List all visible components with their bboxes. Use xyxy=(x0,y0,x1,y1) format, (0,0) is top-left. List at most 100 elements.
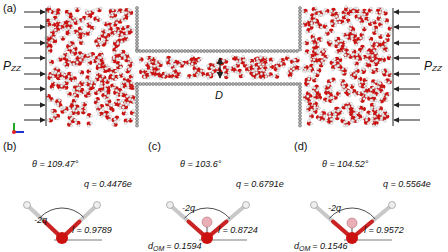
hydrogen-atom xyxy=(68,58,71,61)
hydrogen-atom xyxy=(80,39,83,42)
water-molecule xyxy=(86,113,92,118)
hydrogen-atom xyxy=(68,22,71,25)
hydrogen-atom xyxy=(127,38,130,41)
hydrogen-atom xyxy=(97,39,100,42)
hydrogen-atom xyxy=(103,38,106,41)
hydrogen-atom xyxy=(66,91,69,94)
water-molecule xyxy=(51,80,57,86)
water-molecule xyxy=(112,48,118,54)
hydrogen-atom xyxy=(95,20,98,23)
hydrogen-atom xyxy=(72,31,75,34)
hydrogen-atom xyxy=(93,26,96,29)
hydrogen-atom xyxy=(115,70,118,73)
hydrogen-atom xyxy=(323,115,326,118)
hydrogen-atom xyxy=(51,80,54,83)
hydrogen-atom xyxy=(361,16,364,19)
hydrogen-atom xyxy=(110,71,113,74)
hydrogen-atom xyxy=(124,57,127,60)
water-molecule xyxy=(110,31,116,37)
water-molecule xyxy=(114,75,120,81)
hydrogen-atom xyxy=(128,68,131,71)
hydrogen-atom xyxy=(314,73,317,76)
hydrogen-atom xyxy=(355,53,358,56)
hydrogen-atom xyxy=(339,62,342,65)
hydrogen-atom xyxy=(105,88,108,91)
hydrogen-atom xyxy=(77,21,80,24)
hydrogen-atom xyxy=(374,80,377,83)
hydrogen-atom xyxy=(309,58,312,61)
water-molecule xyxy=(355,68,360,74)
hydrogen-atom xyxy=(386,95,389,98)
water-molecule xyxy=(86,68,91,75)
hydrogen-atom xyxy=(68,10,71,13)
hydrogen-atom xyxy=(48,51,51,54)
hydrogen-atom xyxy=(101,28,104,31)
hydrogen-atom xyxy=(128,28,131,31)
hydrogen-atom xyxy=(318,12,321,15)
hydrogen-atom xyxy=(66,66,69,69)
water-molecule xyxy=(312,77,318,83)
water-molecule xyxy=(302,9,308,15)
hydrogen-atom xyxy=(103,113,106,116)
hydrogen-atom xyxy=(51,39,54,42)
water-molecule xyxy=(368,36,374,42)
hydrogen-atom xyxy=(114,118,117,121)
hydrogen-atom xyxy=(127,58,130,61)
hydrogen-atom xyxy=(122,110,125,113)
hydrogen-atom xyxy=(97,91,100,94)
hydrogen-atom xyxy=(122,15,125,18)
hydrogen-atom xyxy=(95,106,98,109)
hydrogen-atom xyxy=(117,32,120,35)
hydrogen-atom xyxy=(351,54,354,57)
hydrogen-atom xyxy=(74,19,77,22)
hydrogen-atom xyxy=(118,118,121,121)
hydrogen-atom xyxy=(72,63,75,66)
hydrogen-atom xyxy=(55,19,58,22)
hydrogen-atom xyxy=(127,66,130,69)
hydrogen-atom xyxy=(50,33,53,36)
water-molecule xyxy=(96,7,102,12)
hydrogen-atom xyxy=(132,109,135,112)
hydrogen-atom xyxy=(372,27,375,30)
water-molecule xyxy=(47,117,53,123)
hydrogen-atom xyxy=(70,112,73,115)
hydrogen-atom xyxy=(66,56,69,59)
hydrogen-atom xyxy=(106,101,109,104)
hydrogen-atom xyxy=(85,17,88,20)
hydrogen-atom xyxy=(111,76,114,79)
hydrogen-atom xyxy=(121,54,124,57)
hydrogen-atom xyxy=(69,30,72,33)
hydrogen-atom xyxy=(119,66,122,69)
hydrogen-atom xyxy=(116,93,119,96)
hydrogen-atom xyxy=(120,41,123,44)
hydrogen-atom xyxy=(370,92,373,95)
hydrogen-atom xyxy=(348,39,351,42)
hydrogen-atom xyxy=(121,33,124,36)
water-molecule xyxy=(385,92,391,98)
hydrogen-atom xyxy=(384,110,387,113)
hydrogen-atom xyxy=(69,18,72,21)
hydrogen-atom xyxy=(73,102,76,105)
hydrogen-atom xyxy=(107,94,110,97)
hydrogen-atom xyxy=(131,99,134,102)
hydrogen-atom xyxy=(126,95,129,98)
hydrogen-atom xyxy=(128,8,131,11)
hydrogen-atom xyxy=(365,20,368,23)
hydrogen-atom xyxy=(331,100,334,103)
hydrogen-atom xyxy=(73,106,76,109)
hydrogen-atom xyxy=(132,74,135,77)
hydrogen-atom xyxy=(131,78,134,81)
water-molecule xyxy=(78,70,84,76)
hydrogen-atom xyxy=(132,29,135,32)
hydrogen-atom xyxy=(97,46,100,49)
water-molecule xyxy=(388,25,394,31)
hydrogen-atom xyxy=(341,112,344,115)
water-molecule xyxy=(349,84,355,89)
hydrogen-atom xyxy=(97,100,100,103)
hydrogen-atom xyxy=(125,77,128,80)
hydrogen-atom xyxy=(63,77,66,80)
hydrogen-atom xyxy=(94,89,97,92)
hydrogen-atom xyxy=(355,44,358,47)
hydrogen-atom xyxy=(329,115,332,118)
hydrogen-atom xyxy=(346,124,349,127)
